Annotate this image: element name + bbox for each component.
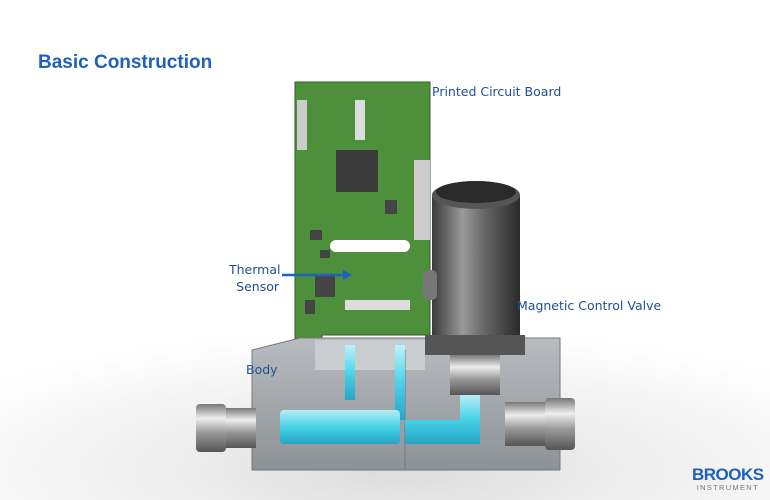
label-thermal-line2: Sensor	[236, 279, 279, 294]
label-magnetic-control-valve: Magnetic Control Valve	[517, 298, 662, 313]
label-body: Body	[246, 362, 278, 377]
slide-title: Basic Construction	[38, 52, 213, 73]
label-thermal-line1: Thermal	[229, 262, 281, 277]
logo-sub: INSTRUMENT	[696, 483, 759, 492]
brooks-logo: BROOKS INSTRUMENT	[692, 466, 764, 492]
label-printed-circuit-board: Printed Circuit Board	[432, 84, 562, 99]
right-fitting	[505, 398, 575, 450]
flow-path	[280, 345, 480, 444]
arrow-head-icon	[343, 270, 352, 280]
left-fitting	[196, 404, 256, 452]
printed-circuit-board	[294, 81, 431, 346]
label-thermal-sensor: Thermal Sensor	[229, 261, 281, 295]
magnetic-control-valve	[423, 181, 525, 395]
logo-brand: BROOKS	[692, 465, 764, 484]
